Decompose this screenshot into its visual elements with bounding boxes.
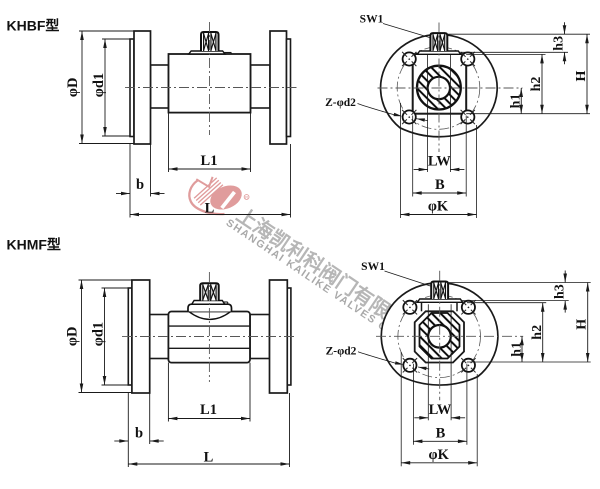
- svg-text:b: b: [135, 426, 143, 442]
- svg-text:h2: h2: [529, 77, 544, 92]
- svg-text:B: B: [436, 425, 446, 441]
- svg-text:SW1: SW1: [361, 261, 385, 273]
- svg-text:φK: φK: [428, 199, 449, 215]
- svg-text:h3: h3: [552, 284, 567, 299]
- svg-text:φd1: φd1: [91, 73, 107, 97]
- svg-text:L: L: [204, 450, 214, 466]
- svg-text:SW1: SW1: [360, 14, 384, 26]
- svg-text:Z-φd2: Z-φd2: [326, 345, 357, 357]
- svg-text:R: R: [245, 195, 248, 200]
- svg-text:B: B: [435, 177, 445, 193]
- svg-text:KHBF型: KHBF型: [7, 18, 60, 34]
- svg-text:LW: LW: [428, 154, 451, 170]
- svg-text:φK: φK: [429, 447, 450, 463]
- svg-text:φd1: φd1: [91, 322, 107, 346]
- svg-text:h2: h2: [530, 325, 545, 340]
- svg-text:b: b: [136, 177, 144, 193]
- svg-text:H: H: [574, 70, 589, 81]
- svg-text:H: H: [575, 319, 590, 330]
- svg-text:φD: φD: [65, 327, 81, 347]
- svg-text:h1: h1: [509, 342, 524, 357]
- svg-text:L: L: [205, 201, 215, 217]
- svg-text:L1: L1: [201, 153, 218, 169]
- svg-text:Z-φd2: Z-φd2: [325, 97, 356, 109]
- svg-text:h1: h1: [509, 94, 524, 109]
- svg-text:h3: h3: [552, 36, 567, 51]
- svg-text:KHMF型: KHMF型: [7, 237, 61, 253]
- svg-text:LW: LW: [429, 402, 452, 418]
- svg-text:φD: φD: [65, 78, 81, 98]
- svg-text:L1: L1: [200, 402, 217, 418]
